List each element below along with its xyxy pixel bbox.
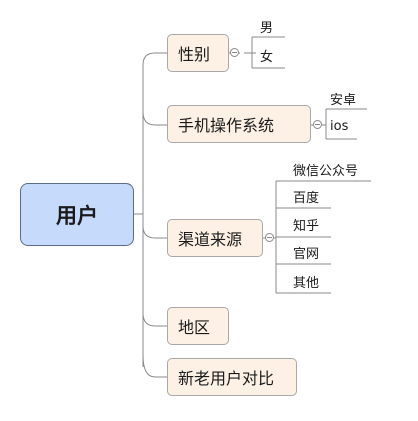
collapse-toggle-icon[interactable] (230, 48, 239, 57)
leaf-male[interactable]: 男 (260, 20, 274, 36)
branch-region[interactable]: 地区 (167, 307, 229, 345)
branch-channel-source[interactable]: 渠道来源 (167, 219, 263, 257)
leaf-other[interactable]: 其他 (293, 275, 320, 291)
leaf-female[interactable]: 女 (260, 49, 274, 65)
root-node-user[interactable]: 用户 (20, 183, 134, 246)
leaf-ios[interactable]: ios (330, 118, 349, 134)
branch-gender[interactable]: 性别 (167, 34, 229, 72)
collapse-toggle-icon[interactable] (313, 120, 322, 129)
leaf-zhihu[interactable]: 知乎 (293, 218, 320, 234)
branch-new-vs-returning-users[interactable]: 新老用户对比 (167, 358, 297, 396)
collapse-toggle-icon[interactable] (265, 233, 274, 242)
leaf-official-website[interactable]: 官网 (293, 246, 320, 262)
branch-mobile-os[interactable]: 手机操作系统 (167, 105, 311, 143)
leaf-wechat-official-account[interactable]: 微信公众号 (293, 163, 359, 179)
leaf-baidu[interactable]: 百度 (293, 190, 320, 206)
leaf-android[interactable]: 安卓 (330, 92, 357, 108)
